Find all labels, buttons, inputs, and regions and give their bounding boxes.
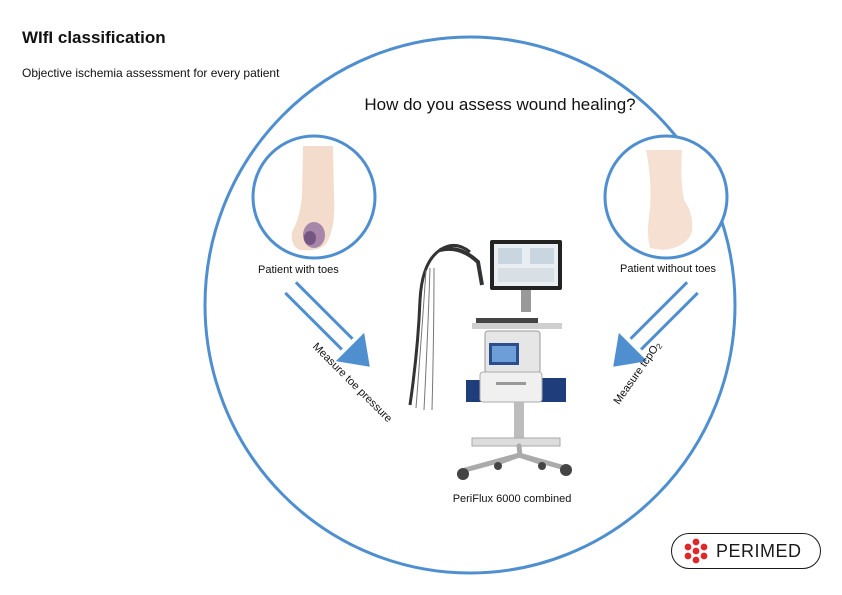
label-device: PeriFlux 6000 combined — [452, 493, 572, 505]
right-arrow — [613, 281, 699, 367]
diagram-question: How do you assess wound healing? — [364, 95, 636, 114]
perimed-logo: PERIMED — [671, 533, 821, 569]
page-title: WIfI classification — [22, 28, 166, 47]
left-arrow — [284, 281, 370, 367]
page-subtitle: Objective ischemia assessment for every … — [22, 66, 280, 80]
foot-without-toes-illustration — [603, 134, 729, 260]
label-patient-with-toes: Patient with toes — [258, 264, 339, 276]
perimed-logo-icon — [684, 538, 708, 564]
label-patient-without-toes: Patient without toes — [620, 263, 717, 275]
perimed-logo-text: PERIMED — [716, 540, 802, 561]
periflux-device-illustration — [408, 240, 572, 480]
foot-with-toes-illustration — [251, 134, 377, 260]
outer-circle — [203, 35, 737, 575]
